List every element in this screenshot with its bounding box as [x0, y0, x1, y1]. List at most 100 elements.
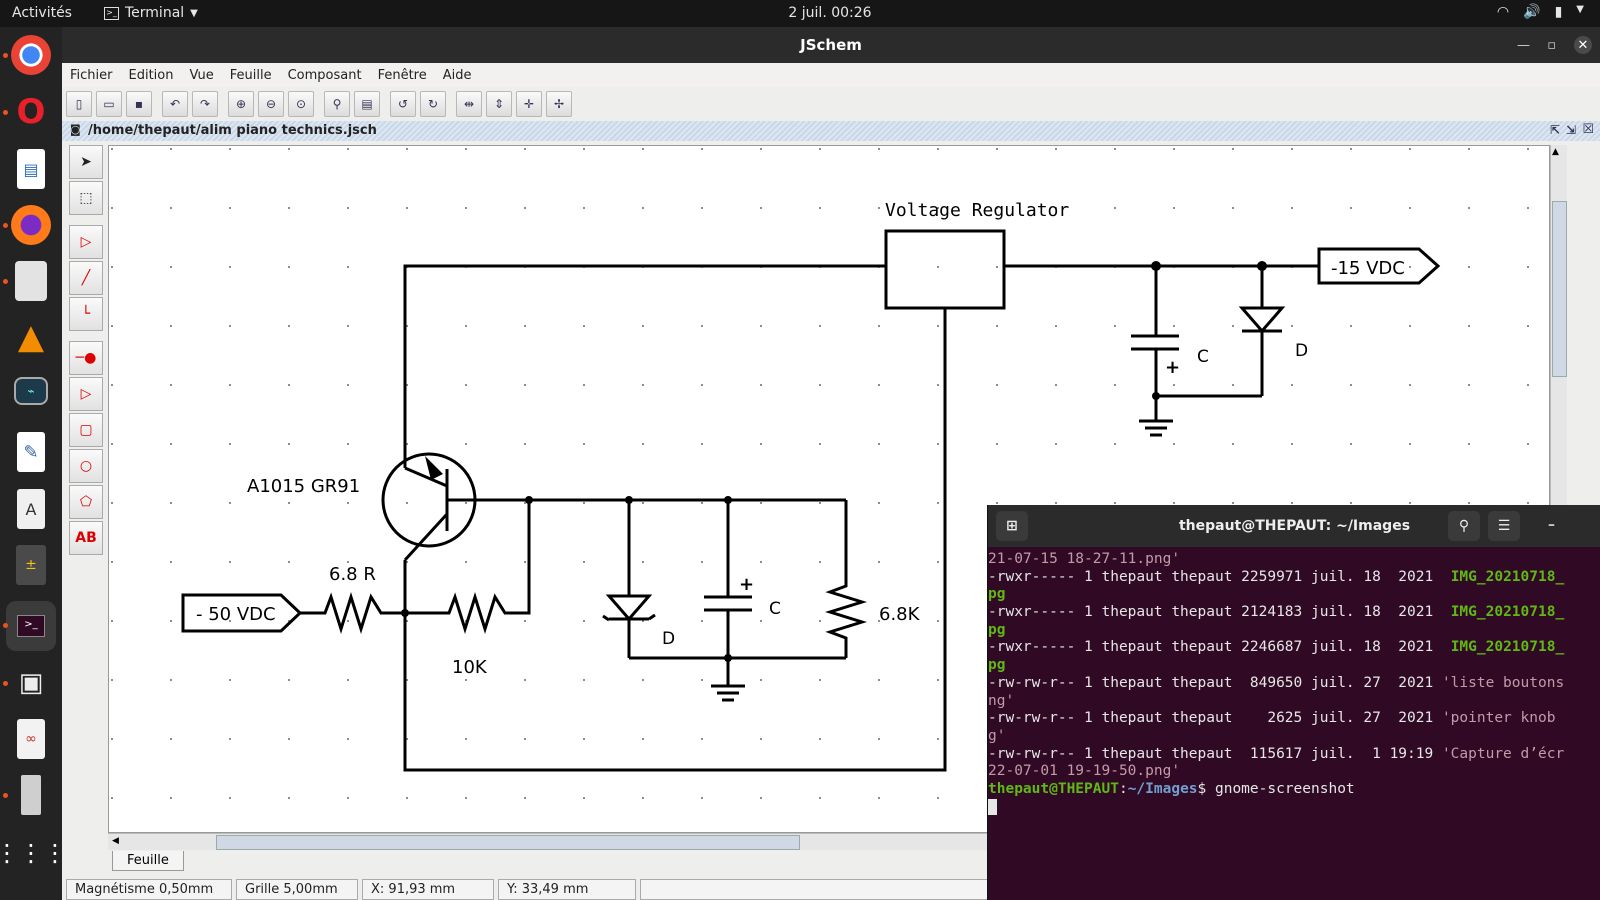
system-tray[interactable]: ◠ 🔊 ▮ ▼	[1497, 4, 1584, 20]
line-tool[interactable]: ╱	[69, 261, 103, 295]
vertical-scroll-thumb[interactable]	[1552, 201, 1567, 377]
device-icon[interactable]	[21, 775, 41, 815]
file-name-continued: 21-07-15 18-27-11.png'	[988, 551, 1181, 567]
menu-composant[interactable]: Composant	[287, 67, 362, 83]
restore-doc-button[interactable]: ⇱	[1549, 123, 1560, 137]
rotate-right-button[interactable]: ↻	[420, 91, 446, 117]
capacitor-plus: +	[739, 574, 754, 595]
distribute-button[interactable]: ✢	[546, 91, 572, 117]
terminal-line: -rwxr----- 1 thepaut thepaut 2259971 jui…	[988, 569, 1600, 587]
line-icon: ╱	[81, 270, 91, 286]
new-tab-button[interactable]: ⊞	[996, 511, 1028, 541]
horizontal-scroll-thumb[interactable]	[216, 835, 800, 850]
port-icon: ▷	[80, 386, 92, 402]
text-tool[interactable]: AB	[69, 521, 103, 555]
pin-tool[interactable]: ─●	[69, 341, 103, 375]
status-magnetism: Magnétisme 0,50mm	[66, 879, 232, 900]
wifi-icon: ◠	[1496, 4, 1510, 20]
rotate-left-button[interactable]: ↺	[390, 91, 416, 117]
distribute-icon: ✢	[553, 97, 565, 111]
select-tool[interactable]: ➤	[69, 145, 103, 179]
close-doc-button[interactable]: ☒	[1582, 122, 1594, 137]
menu-edition[interactable]: Edition	[128, 67, 174, 83]
float-doc-button[interactable]: ⇲	[1565, 123, 1576, 137]
vlc-icon[interactable]: ▲	[17, 317, 45, 357]
font-viewer-icon[interactable]: A	[17, 489, 45, 529]
reader-icon[interactable]: ∞	[17, 719, 45, 759]
polygon-tool[interactable]: ⬠	[69, 485, 103, 519]
new-file-button[interactable]: ▯	[66, 91, 92, 117]
terminal-prompt[interactable]: thepaut@THEPAUT:~/Images$ gnome-screensh…	[988, 781, 1600, 799]
activities-button[interactable]: Activités	[12, 5, 72, 21]
terminal-output[interactable]: 21-07-15 18-27-11.png' -rwxr----- 1 thepa…	[988, 551, 1600, 900]
system-monitor-icon[interactable]: ⌁	[14, 377, 48, 405]
align-icon: ✛	[523, 97, 535, 111]
zoom-fit-icon: ⊙	[295, 97, 307, 111]
area-select-tool[interactable]: ⬚	[69, 181, 103, 215]
zoom-out-button[interactable]: ⊖	[258, 91, 284, 117]
tab-feuille[interactable]: Feuille	[112, 851, 184, 871]
terminal-window: ⊞ thepaut@THEPAUT: ~/Images ⚲ ☰ – 21-07-…	[987, 505, 1600, 900]
search-icon: ⚲	[332, 97, 342, 111]
menu-aide[interactable]: Aide	[442, 67, 472, 83]
menu-vue[interactable]: Vue	[189, 67, 214, 83]
opera-icon[interactable]: O	[16, 92, 46, 132]
align-button[interactable]: ✛	[516, 91, 542, 117]
port-tool[interactable]: ▷	[69, 377, 103, 411]
redo-button[interactable]: ↷	[192, 91, 218, 117]
file-name-continued: pg	[988, 586, 1006, 603]
terminal-search-button[interactable]: ⚲	[1448, 511, 1480, 541]
clock[interactable]: 2 juil. 00:26	[788, 5, 872, 21]
app-grid-icon[interactable]: ⋮⋮⋮	[0, 839, 67, 867]
ellipse-tool[interactable]: ○	[69, 449, 103, 483]
output-port[interactable]	[1317, 247, 1441, 285]
file-listing: -rw-rw-r-- 1 thepaut thepaut 115617 juil…	[988, 745, 1442, 762]
chrome-icon[interactable]	[11, 35, 51, 75]
menu-feuille[interactable]: Feuille	[229, 67, 272, 83]
zoom-in-button[interactable]: ⊕	[228, 91, 254, 117]
terminal-dock-icon[interactable]: >_	[6, 601, 56, 651]
file-name: IMG_20210718_	[1450, 568, 1565, 585]
file-name: 'Capture d’écr	[1441, 745, 1565, 762]
terminal-menu-button[interactable]: ☰	[1488, 511, 1520, 541]
usb-icon[interactable]: ▣	[18, 668, 44, 698]
writer-icon[interactable]: ▤	[17, 149, 45, 189]
maximize-button[interactable]: ▫	[1547, 37, 1556, 53]
terminal-line: -rw-rw-r-- 1 thepaut thepaut 849650 juil…	[988, 675, 1600, 693]
wire-tool[interactable]: └	[69, 297, 103, 331]
save-button[interactable]: ▪	[126, 91, 152, 117]
zoom-fit-button[interactable]: ⊙	[288, 91, 314, 117]
menu-bar: Fichier Edition Vue Feuille Composant Fe…	[62, 63, 1600, 87]
calculator-icon[interactable]: ±	[16, 545, 46, 585]
close-button[interactable]: ✕	[1574, 27, 1592, 63]
app-menu[interactable]: >_ Terminal ▼	[104, 5, 198, 21]
menu-fenetre[interactable]: Fenêtre	[377, 67, 427, 83]
chevron-down-icon: ▼	[190, 7, 198, 19]
find-button[interactable]: ⚲	[324, 91, 350, 117]
resistor-6-8r[interactable]	[300, 591, 405, 635]
files-icon[interactable]	[15, 261, 47, 301]
battery-icon: ▮	[1554, 4, 1563, 20]
mirror-v-button[interactable]: ⇕	[486, 91, 512, 117]
menu-fichier[interactable]: Fichier	[70, 67, 113, 83]
text-editor-icon[interactable]: ✎	[17, 432, 45, 472]
terminal-line: -rw-rw-r-- 1 thepaut thepaut 2625 juil. …	[988, 710, 1600, 728]
properties-button[interactable]: ▤	[354, 91, 380, 117]
mirror-h-button[interactable]: ⇹	[456, 91, 482, 117]
prompt-separator: :	[1118, 780, 1128, 797]
sheet-tabs: Feuille	[108, 851, 1548, 873]
firefox-icon[interactable]	[11, 205, 51, 245]
diode-label: D	[662, 629, 675, 649]
hamburger-icon: ☰	[1497, 518, 1511, 534]
terminal-icon: >_	[104, 6, 119, 20]
input-port[interactable]	[181, 593, 303, 633]
minimize-button[interactable]: —	[1517, 37, 1530, 53]
rotate-right-icon: ↻	[427, 97, 439, 111]
status-x: X: 91,93 mm	[362, 879, 494, 900]
undo-button[interactable]: ↶	[162, 91, 188, 117]
rectangle-tool[interactable]: ▢	[69, 413, 103, 447]
open-button[interactable]: ▭	[96, 91, 122, 117]
terminal-minimize-button[interactable]: –	[1548, 517, 1555, 533]
terminal-cursor	[988, 798, 1600, 817]
component-tool[interactable]: ▷	[69, 225, 103, 259]
